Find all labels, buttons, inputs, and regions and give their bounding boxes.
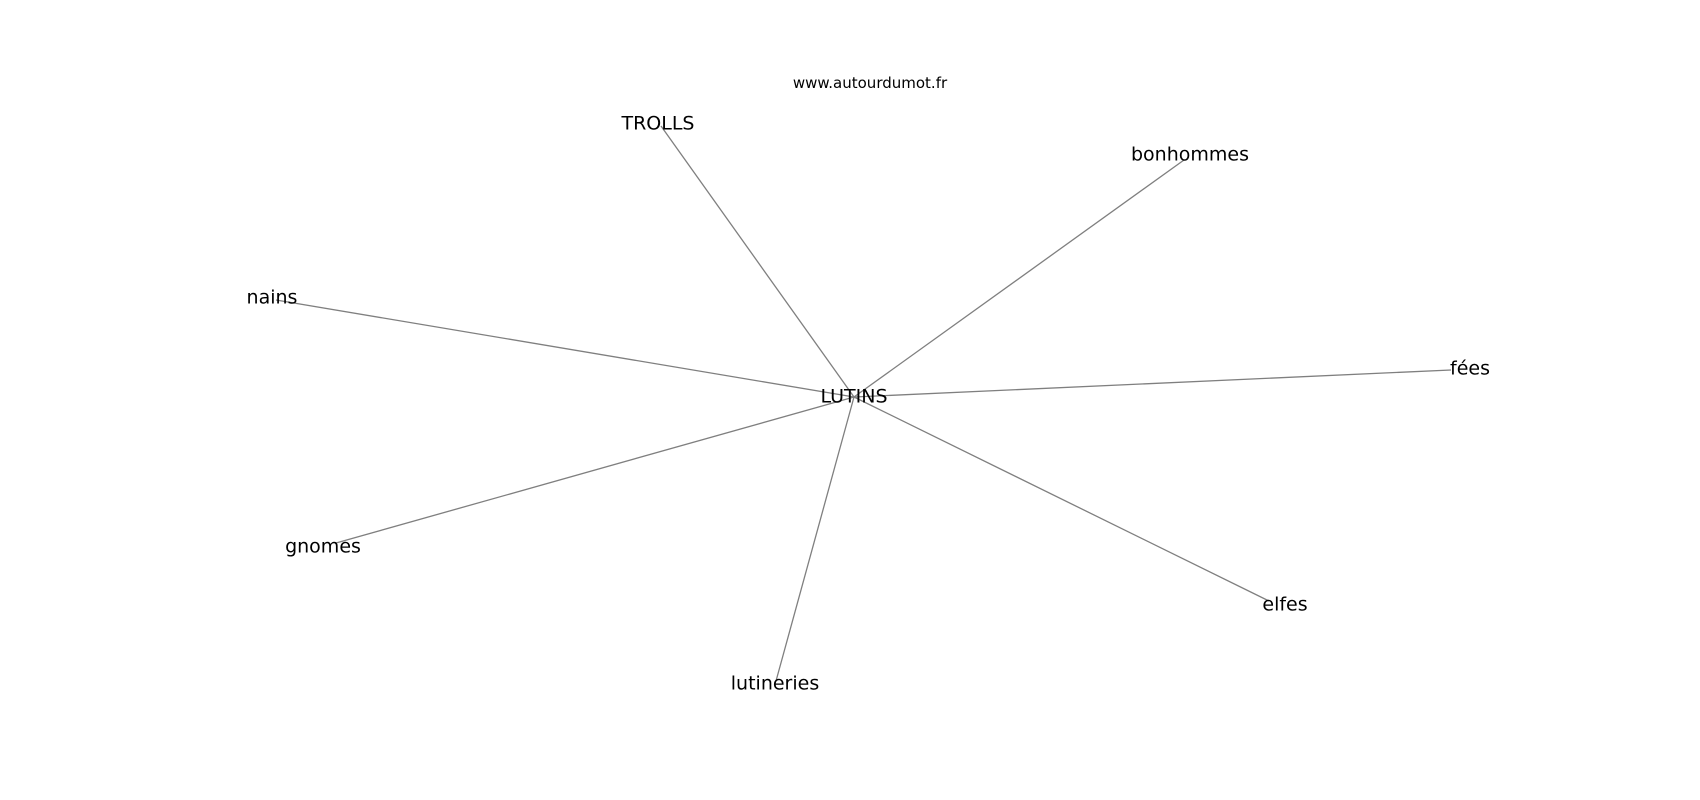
edges bbox=[275, 125, 1452, 682]
edge-nains bbox=[275, 299, 855, 398]
node-trolls[interactable]: TROLLS bbox=[621, 113, 695, 135]
edge-gnomes bbox=[335, 396, 855, 544]
edge-elfes bbox=[853, 396, 1270, 602]
node-nains[interactable]: nains bbox=[247, 287, 298, 309]
node-elfes[interactable]: elfes bbox=[1262, 594, 1307, 616]
node-labels: LUTINS TROLLS bonhommes nains fées gnome… bbox=[247, 113, 1490, 695]
node-lutineries[interactable]: lutineries bbox=[731, 673, 819, 695]
node-center[interactable]: LUTINS bbox=[820, 386, 887, 408]
edge-lutineries bbox=[775, 396, 855, 682]
edge-fees bbox=[853, 369, 1452, 398]
node-bonhommes[interactable]: bonhommes bbox=[1131, 144, 1249, 166]
node-fees[interactable]: fées bbox=[1450, 358, 1490, 380]
node-gnomes[interactable]: gnomes bbox=[285, 536, 361, 558]
site-credit[interactable]: www.autourdumot.fr bbox=[793, 74, 948, 92]
edge-bonhommes bbox=[853, 159, 1185, 398]
edge-trolls bbox=[660, 125, 855, 398]
